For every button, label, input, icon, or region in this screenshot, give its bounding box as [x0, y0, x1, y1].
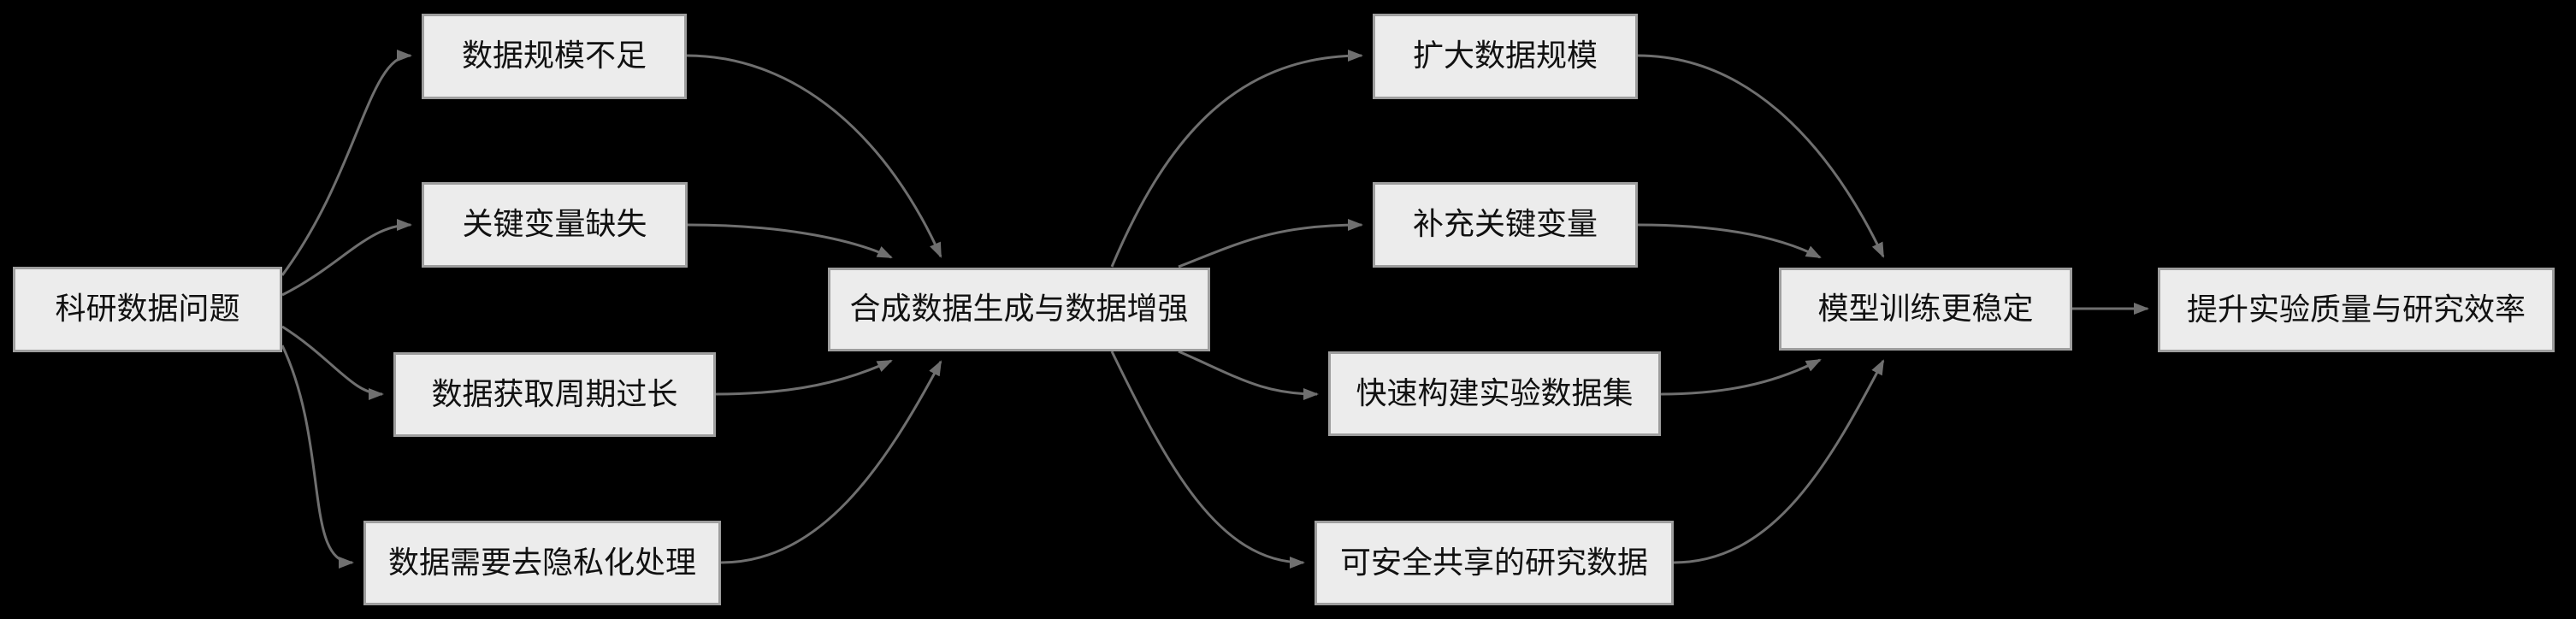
edge-expand-scale-to-stable-training	[1637, 54, 1885, 258]
edge-problem-to-missing-variables	[281, 219, 412, 297]
node-build-datasets-label: 快速构建实验数据集	[1356, 375, 1634, 411]
node-long-acquisition: 数据获取周期过长	[393, 352, 716, 437]
edge-synthesis-to-expand-scale	[1110, 50, 1363, 268]
edge-shareable-data-to-stable-training	[1673, 359, 1885, 564]
node-problem-label: 科研数据问题	[55, 292, 240, 327]
node-problem: 科研数据问题	[13, 267, 282, 352]
node-synthesis: 合成数据生成与数据增强	[828, 268, 1210, 351]
edge-problem-to-long-acquisition	[281, 325, 384, 400]
edge-scale-insufficient-to-synthesis	[686, 54, 942, 258]
node-synthesis-label: 合成数据生成与数据增强	[849, 292, 1189, 327]
node-supplement-variables-label: 补充关键变量	[1412, 207, 1598, 242]
node-shareable-data-label: 可安全共享的研究数据	[1339, 545, 1648, 581]
edge-synthesis-to-supplement-variables	[1178, 219, 1363, 268]
node-missing-variables: 关键变量缺失	[422, 182, 688, 268]
node-deidentification-label: 数据需要去隐私化处理	[387, 545, 696, 581]
node-outcome-label: 提升实验质量与研究效率	[2186, 292, 2526, 327]
edge-synthesis-to-shareable-data	[1110, 351, 1305, 569]
edge-build-datasets-to-stable-training	[1660, 358, 1822, 396]
node-stable-training: 模型训练更稳定	[1779, 268, 2072, 351]
node-scale-insufficient: 数据规模不足	[422, 14, 687, 99]
node-stable-training-label: 模型训练更稳定	[1817, 291, 2034, 327]
node-missing-variables-label: 关键变量缺失	[462, 207, 647, 242]
edge-deidentification-to-synthesis	[720, 360, 942, 564]
node-supplement-variables: 补充关键变量	[1373, 182, 1638, 268]
edge-problem-to-scale-insufficient	[281, 50, 412, 276]
node-long-acquisition-label: 数据获取周期过长	[431, 376, 678, 412]
edge-problem-to-deidentification	[281, 345, 354, 569]
edge-long-acquisition-to-synthesis	[715, 359, 893, 396]
node-expand-scale: 扩大数据规模	[1373, 14, 1638, 99]
node-deidentification: 数据需要去隐私化处理	[363, 521, 721, 605]
node-build-datasets: 快速构建实验数据集	[1328, 351, 1661, 436]
node-outcome: 提升实验质量与研究效率	[2158, 268, 2555, 352]
edge-synthesis-to-build-datasets	[1178, 350, 1319, 400]
edge-missing-variables-to-synthesis	[687, 223, 893, 259]
node-shareable-data: 可安全共享的研究数据	[1315, 521, 1674, 605]
node-scale-insufficient-label: 数据规模不足	[461, 38, 647, 74]
node-expand-scale-label: 扩大数据规模	[1412, 38, 1598, 74]
edge-supplement-variables-to-stable-training	[1637, 223, 1822, 259]
